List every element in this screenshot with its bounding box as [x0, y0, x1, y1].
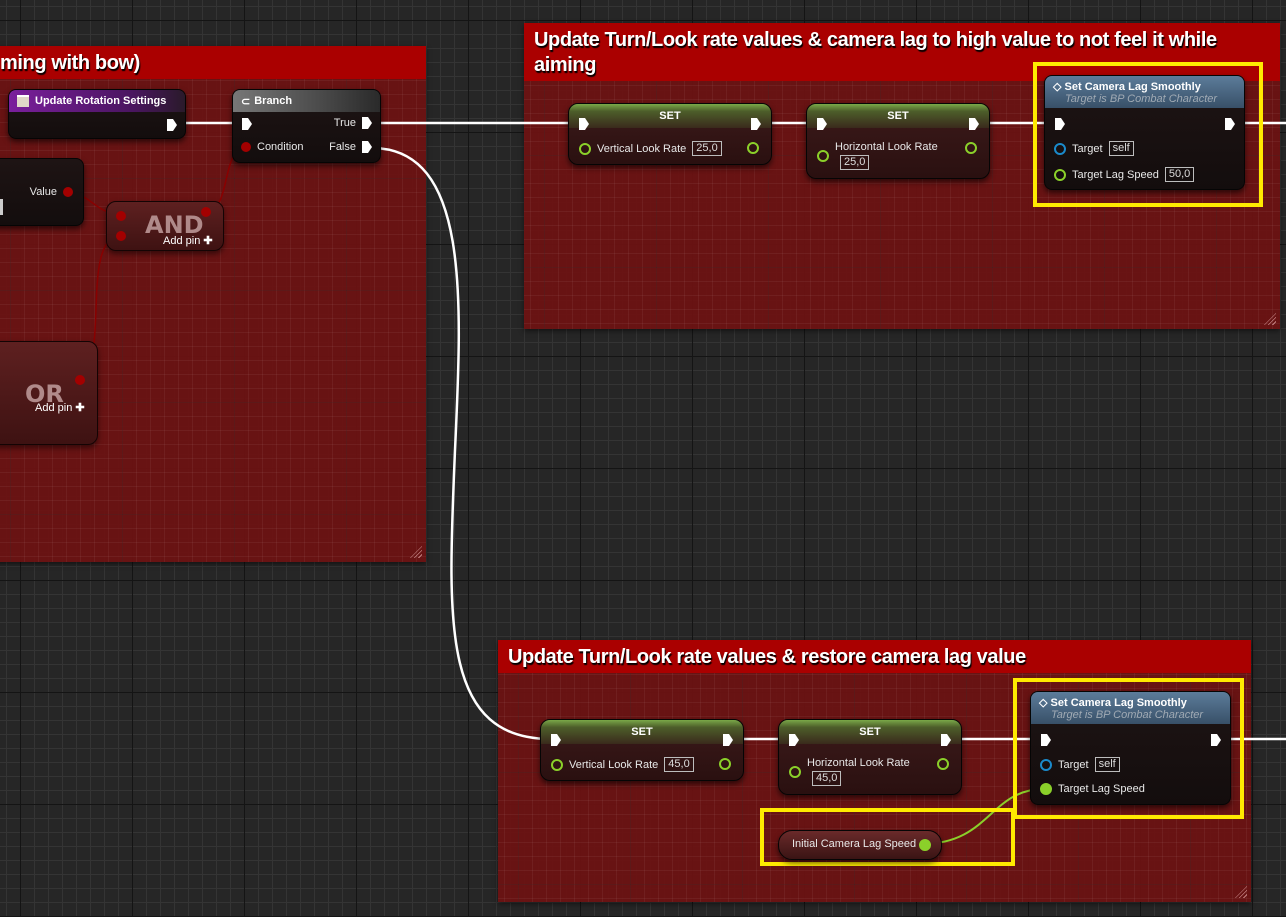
true-label: True: [333, 117, 356, 129]
vertical-look-rate-input[interactable]: 25,0: [692, 141, 722, 156]
node-subtitle: Target is BP Combat Character: [1051, 708, 1204, 721]
float-out-pin[interactable]: [719, 758, 731, 770]
set-camera-lag-smoothly-node-bottom[interactable]: ◇ Set Camera Lag Smoothly Target is BP C…: [1030, 691, 1231, 805]
highlight-box: [1013, 678, 1244, 819]
node-title: SET: [541, 720, 743, 744]
exec-true-pin[interactable]: [362, 117, 372, 129]
exec-in-pin[interactable]: [242, 118, 252, 130]
set-vertical-look-rate-node-top[interactable]: SET Vertical Look Rate 25,0: [568, 103, 772, 165]
update-rotation-settings-node[interactable]: Update Rotation Settings: [8, 89, 186, 139]
highlight-box: [1033, 62, 1263, 207]
bool-out-pin[interactable]: [63, 187, 73, 197]
comment-title[interactable]: ming with bow): [0, 46, 426, 79]
comment-title[interactable]: Update Turn/Look rate values & restore c…: [498, 640, 1251, 673]
add-pin-button[interactable]: Add pin ✚: [35, 402, 85, 414]
float-in-pin[interactable]: [579, 142, 591, 155]
variable-label: Initial Camera Lag Speed: [792, 838, 917, 850]
and-node[interactable]: AND Add pin ✚: [106, 201, 224, 251]
pin-label: Horizontal Look Rate: [807, 757, 910, 769]
set-horizontal-look-rate-node-bottom[interactable]: SET Horizontal Look Rate 45,0: [778, 719, 962, 795]
exec-in-pin[interactable]: [789, 734, 799, 746]
pin-label: Target Lag Speed: [1072, 168, 1159, 181]
exec-out-pin[interactable]: [969, 118, 979, 130]
bool-out-pin[interactable]: [201, 207, 211, 217]
bool-in-pin-a[interactable]: [116, 211, 126, 221]
exec-out-pin[interactable]: [751, 118, 761, 130]
node-title: Update Rotation Settings: [35, 95, 167, 107]
function-icon: ◇: [1039, 696, 1051, 709]
target-input[interactable]: self: [1108, 141, 1134, 156]
exec-wire-false: [371, 146, 553, 741]
pin-label: Vertical Look Rate: [597, 142, 687, 155]
function-icon: [17, 95, 29, 107]
float-wire: [921, 788, 1045, 845]
bool-out-pin[interactable]: [75, 375, 85, 385]
pin-label: Target Lag Speed: [1058, 783, 1145, 795]
float-out-pin[interactable]: [919, 839, 931, 851]
false-label: False: [329, 141, 356, 153]
exec-out-pin[interactable]: [1225, 118, 1235, 130]
node-title: Set Camera Lag Smoothly: [1050, 696, 1187, 709]
exec-false-pin[interactable]: [362, 141, 372, 153]
set-horizontal-look-rate-node-top[interactable]: SET Horizontal Look Rate 25,0: [806, 103, 990, 179]
function-icon: ◇: [1053, 80, 1065, 93]
node-title: Set Camera Lag Smoothly: [1064, 80, 1201, 93]
pin-label: Target: [1072, 142, 1103, 155]
set-vertical-look-rate-node-bottom[interactable]: SET Vertical Look Rate 45,0: [540, 719, 744, 781]
exec-in-pin[interactable]: [1041, 734, 1051, 746]
float-in-pin[interactable]: [551, 758, 563, 771]
pin-label: Target: [1058, 758, 1089, 771]
exec-in-pin[interactable]: [579, 118, 589, 130]
add-pin-button[interactable]: Add pin ✚: [163, 235, 213, 247]
node-title: SET: [807, 104, 989, 128]
exec-in-pin[interactable]: [1055, 118, 1065, 130]
value-node[interactable]: Value: [0, 158, 84, 226]
exec-out-pin[interactable]: [941, 734, 951, 746]
node-subtitle: Target is BP Combat Character: [1065, 92, 1218, 105]
node-title: Branch: [254, 95, 293, 107]
exec-out-pin[interactable]: [167, 119, 177, 131]
set-camera-lag-smoothly-node-top[interactable]: ◇ Set Camera Lag Smoothly Target is BP C…: [1044, 75, 1245, 190]
bool-in-pin-b[interactable]: [116, 231, 126, 241]
condition-label: Condition: [257, 141, 304, 153]
float-out-pin[interactable]: [747, 142, 759, 154]
exec-out-pin[interactable]: [723, 734, 733, 746]
horizontal-look-rate-input[interactable]: 25,0: [840, 155, 870, 170]
pin-label: Value: [29, 186, 57, 198]
node-title: SET: [779, 720, 961, 744]
float-in-pin-connected[interactable]: [1040, 783, 1052, 795]
horizontal-look-rate-input[interactable]: 45,0: [812, 771, 842, 786]
float-in-pin[interactable]: [789, 766, 801, 778]
condition-pin[interactable]: [241, 142, 251, 152]
comment-title[interactable]: Update Turn/Look rate values & camera la…: [524, 23, 1280, 81]
target-lag-speed-input[interactable]: 50,0: [1164, 167, 1195, 182]
exec-out-pin[interactable]: [1211, 734, 1221, 746]
or-node[interactable]: OR Add pin ✚: [0, 341, 98, 445]
initial-camera-lag-speed-getter[interactable]: Initial Camera Lag Speed: [778, 830, 942, 860]
exec-in-pin[interactable]: [551, 734, 561, 746]
node-title: SET: [569, 104, 771, 128]
object-in-pin[interactable]: [1040, 758, 1052, 771]
target-input[interactable]: self: [1094, 757, 1120, 772]
pin-label: Horizontal Look Rate: [835, 141, 938, 153]
branch-node[interactable]: ⊂ Branch True Condition False: [232, 89, 381, 163]
float-out-pin[interactable]: [937, 758, 949, 770]
or-label: OR: [25, 380, 64, 408]
pin-label: Vertical Look Rate: [569, 758, 659, 771]
float-in-pin[interactable]: [1054, 168, 1066, 181]
highlight-box: [760, 808, 1015, 866]
float-out-pin[interactable]: [965, 142, 977, 154]
vertical-look-rate-input[interactable]: 45,0: [664, 757, 694, 772]
object-in-pin[interactable]: [1054, 142, 1066, 155]
value-input-box[interactable]: [0, 199, 3, 215]
and-label: AND: [145, 211, 204, 239]
float-in-pin[interactable]: [817, 150, 829, 162]
branch-icon: ⊂: [241, 95, 251, 108]
exec-in-pin[interactable]: [817, 118, 827, 130]
